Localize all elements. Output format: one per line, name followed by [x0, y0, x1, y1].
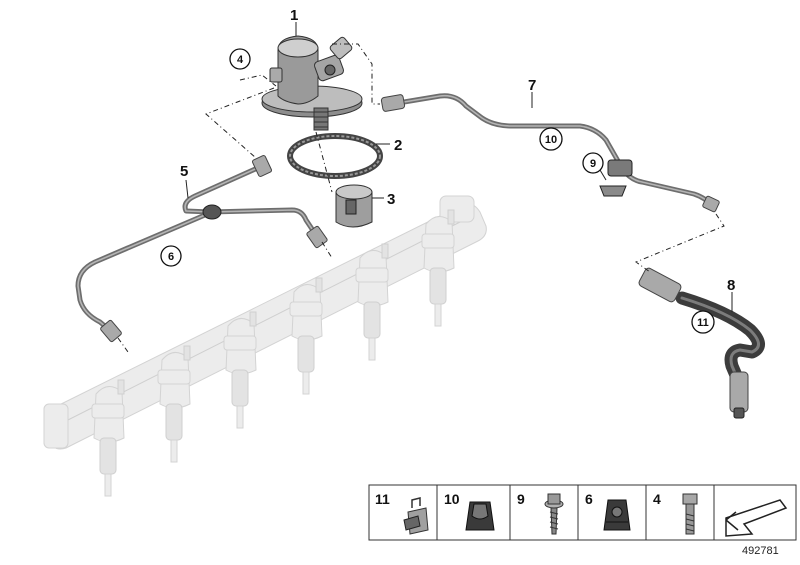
injector-ghost [157, 345, 191, 463]
circled-callout-10: 10 [545, 134, 557, 146]
injector-ghost [91, 379, 125, 497]
direction-arrow-icon [725, 499, 788, 537]
circled-callout-4: 4 [237, 54, 244, 66]
circled-callout-9: 9 [590, 158, 596, 170]
injector-ghost [421, 209, 455, 327]
legend-number-9: 9 [517, 491, 525, 507]
circled-callouts: 4 10 9 6 11 [160, 48, 715, 334]
callout-1: 1 [290, 7, 298, 24]
legend-number-10: 10 [444, 491, 460, 507]
fuel-hose-8 [638, 267, 765, 419]
connection-lines [117, 43, 725, 353]
callout-7: 7 [528, 77, 536, 94]
legend-number-4: 4 [653, 491, 661, 507]
rubber-grommet-icon [465, 501, 495, 531]
circled-callout-11: 11 [697, 317, 709, 329]
flange-screw-icon [544, 493, 564, 535]
bracket-clip-icon [403, 497, 429, 535]
hex-bolt-icon [682, 493, 698, 535]
callout-3: 3 [387, 191, 395, 208]
legend-number-11: 11 [375, 491, 390, 507]
legend-number-6: 6 [585, 491, 593, 507]
roller-tappet [335, 184, 373, 228]
callout-8: 8 [727, 277, 735, 294]
callout-2: 2 [394, 137, 402, 154]
sealing-ring [287, 133, 383, 179]
injector-ghost [355, 243, 389, 361]
injector-ghost [289, 277, 323, 395]
callout-labels: 1 2 3 5 7 8 [180, 7, 735, 294]
pipe-holder-icon [603, 499, 631, 531]
fuel-rail-ghost [43, 195, 487, 497]
circled-callout-6: 6 [168, 251, 174, 263]
injector-ghost [223, 311, 257, 429]
callout-5: 5 [180, 163, 188, 180]
hardware-legend: 11 10 9 6 4 [368, 484, 797, 541]
reference-number: 492781 [742, 545, 779, 557]
high-pressure-pump [261, 35, 363, 131]
pressure-line-7 [380, 93, 720, 213]
leader-lines [185, 22, 733, 312]
